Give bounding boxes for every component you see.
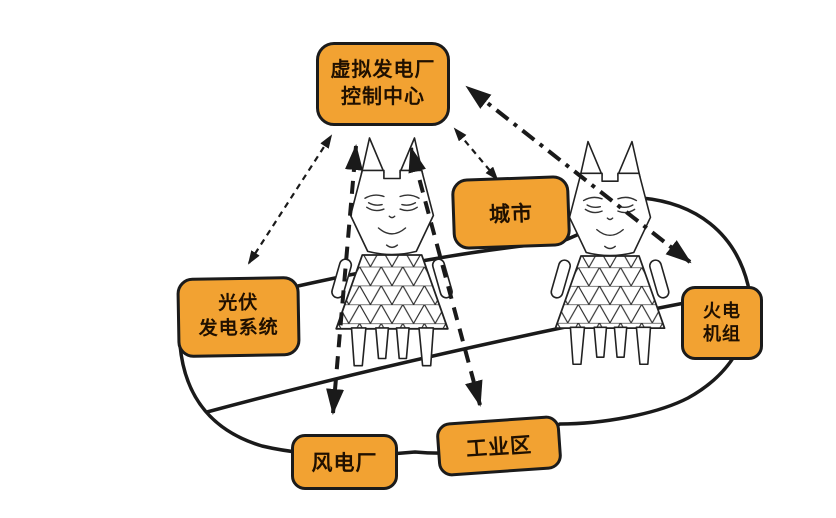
pylon-cat-right <box>549 140 671 366</box>
arrow-control-thermal <box>465 85 692 264</box>
arrow-control-industrial <box>408 146 483 407</box>
node-pv-system: 光伏 发电系统 <box>176 275 301 359</box>
node-control-center-label-line2: 控制中心 <box>341 86 425 108</box>
arrow-control-wind <box>326 144 363 415</box>
node-industrial-zone: 工业区 <box>435 414 563 478</box>
arrow-control-city <box>453 127 499 181</box>
node-thermal-label-line1: 火电 <box>703 300 741 321</box>
node-pv-label-line1: 光伏 <box>218 292 259 315</box>
node-industrial-label: 工业区 <box>465 433 533 462</box>
node-thermal-unit: 火电 机组 <box>681 286 763 360</box>
pylon-cat-left <box>329 137 455 367</box>
node-wind-label: 风电厂 <box>311 452 378 475</box>
node-wind-plant: 风电厂 <box>291 434 398 490</box>
node-thermal-label-line2: 机组 <box>703 324 741 344</box>
node-pv-label-line2: 发电系统 <box>198 317 279 340</box>
node-control-center-label-line1: 虚拟发电厂 <box>330 59 436 81</box>
node-control-center: 虚拟发电厂 控制中心 <box>316 42 450 126</box>
node-city-label: 城市 <box>488 201 534 227</box>
arrow-control-pv <box>247 134 333 265</box>
node-city: 城市 <box>450 174 572 251</box>
